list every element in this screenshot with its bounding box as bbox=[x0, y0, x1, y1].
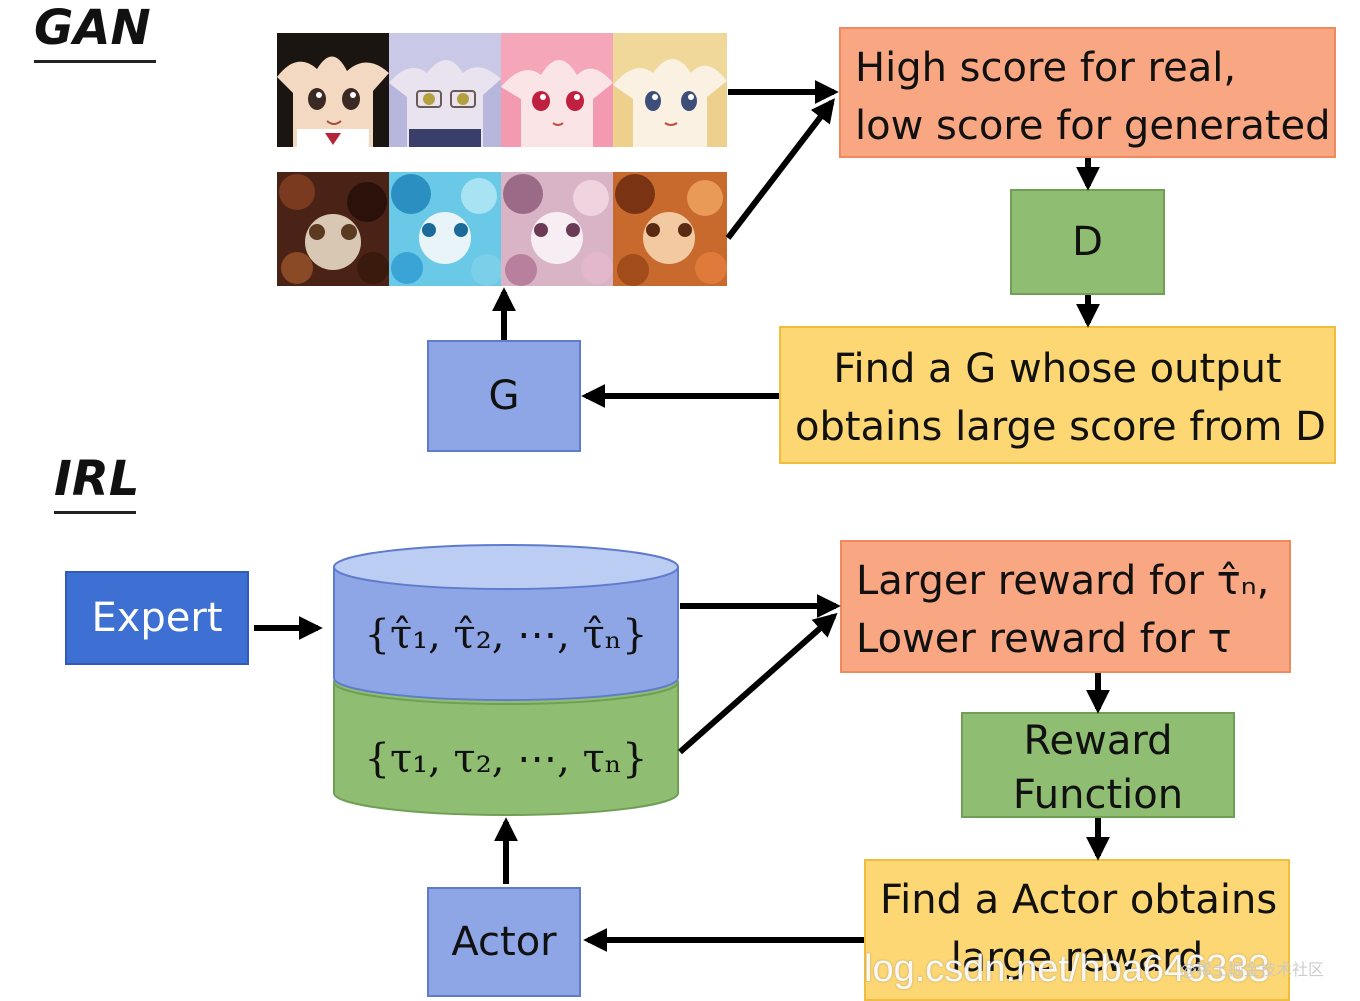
real-image-4 bbox=[613, 33, 727, 147]
actor-trajectories-cylinder bbox=[333, 681, 679, 816]
watermark-text: log.csdn.net/hba646333 bbox=[864, 948, 1270, 990]
generated-to-score-arrow bbox=[725, 98, 835, 240]
expert-box: Expert bbox=[65, 571, 249, 665]
real-image-1 bbox=[277, 33, 389, 147]
reward-comparison-line2: Lower reward for τ bbox=[856, 616, 1232, 662]
discriminator-box: D bbox=[1010, 189, 1165, 295]
generated-image-1 bbox=[277, 172, 389, 286]
discriminator-label: D bbox=[1072, 219, 1103, 265]
find-actor-line1: Find a Actor obtains bbox=[880, 877, 1278, 923]
real-image-3 bbox=[501, 33, 613, 147]
reward-function-line1: Reward bbox=[1023, 718, 1173, 764]
reward-function-line2: Function bbox=[1012, 772, 1184, 818]
actor-label: Actor bbox=[451, 919, 557, 965]
generated-images-row bbox=[277, 172, 727, 286]
find-actor-box: Find a Actor obtains large reward bbox=[864, 859, 1290, 1001]
actor-trajectories-label: {τ₁, τ₂, ⋯, τₙ} bbox=[364, 736, 648, 782]
generated-image-3 bbox=[501, 172, 613, 286]
gan-score-line1: High score for real, bbox=[855, 45, 1237, 91]
actor-box: Actor bbox=[427, 887, 581, 997]
find-g-box: Find a G whose output obtains large scor… bbox=[779, 326, 1336, 464]
find-g-line1: Find a G whose output bbox=[833, 346, 1282, 392]
generated-image-4 bbox=[613, 172, 727, 286]
generated-image-2 bbox=[389, 172, 501, 286]
irl-title-underline bbox=[54, 511, 136, 514]
reward-comparison-box: Larger reward for τ̂ₙ, Lower reward for … bbox=[840, 540, 1291, 673]
gan-score-box: High score for real, low score for gener… bbox=[839, 27, 1336, 158]
gan-score-line2: low score for generated bbox=[855, 103, 1331, 149]
reward-comparison-line1: Larger reward for τ̂ₙ, bbox=[856, 558, 1270, 604]
irl-title: IRL bbox=[54, 451, 140, 507]
reward-function-box: Reward Function bbox=[961, 712, 1235, 818]
generator-label: G bbox=[488, 373, 520, 419]
expert-label: Expert bbox=[91, 595, 223, 641]
expert-trajectories-cylinder bbox=[333, 566, 679, 701]
real-image-2 bbox=[389, 33, 501, 147]
expert-trajectories-label: {τ̂₁, τ̂₂, ⋯, τ̂ₙ} bbox=[364, 612, 648, 658]
gan-title: GAN bbox=[34, 0, 151, 56]
real-images-row bbox=[277, 33, 727, 147]
watermark-corner: @稀土掘金技术社区 bbox=[1180, 960, 1325, 979]
gan-title-underline bbox=[34, 60, 156, 63]
find-actor-line2: large reward bbox=[950, 935, 1204, 981]
actor-traj-to-reward-arrow bbox=[678, 612, 838, 755]
find-g-line2: obtains large score from D bbox=[795, 404, 1326, 450]
generator-box: G bbox=[427, 340, 581, 452]
